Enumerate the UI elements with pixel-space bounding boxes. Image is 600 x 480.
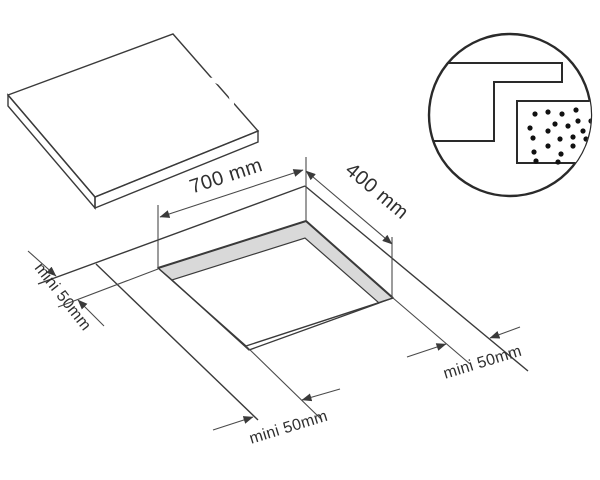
burner-ring-left (65, 109, 123, 161)
margin-right-leader-inner (489, 326, 521, 339)
cooktop-top-surface (6, 33, 260, 198)
gasket-dot (570, 143, 576, 149)
cutout-edge-extension-left (57, 268, 159, 308)
burner-ring-right (179, 77, 235, 129)
margin-bottom-leader-inner (301, 388, 341, 402)
gasket-dot (565, 123, 571, 129)
gasket-dot (555, 159, 561, 165)
margin-bottom-leader-outer (212, 416, 254, 431)
gasket-dot (559, 111, 565, 117)
gasket-dot (552, 121, 558, 127)
gasket-dot (557, 136, 563, 142)
gasket-dot (570, 134, 576, 140)
worktop-back-right-edge (304, 185, 529, 372)
gasket-dot (545, 109, 551, 115)
dimension-annotations: 700 mm 400 mm mini 50mm mini 50mm mini 5… (27, 154, 524, 448)
cutout-depth-label: 400 mm (341, 159, 413, 224)
dimension-line-700 (159, 169, 304, 218)
margin-left-leader-inner (77, 299, 105, 327)
burner-rings (65, 59, 235, 161)
margin-right-leader-outer (406, 343, 447, 358)
cooktop-isometric-view (6, 33, 260, 210)
gasket-seal-area (516, 100, 591, 164)
gasket-dot (531, 149, 537, 155)
cooktop-side-left (7, 93, 96, 210)
burner-ring-top (100, 59, 156, 109)
margin-right-label: mini 50mm (441, 343, 523, 383)
worktop-front-left-edge (95, 263, 259, 421)
cutout-rim-front-inner (171, 279, 380, 351)
gasket-dot (545, 143, 551, 149)
gasket-dot (558, 151, 564, 157)
gasket-dot (588, 118, 591, 124)
cutout-edge-extension-front (245, 345, 323, 421)
gasket-dot (532, 111, 538, 117)
worktop-cutout-view (37, 185, 529, 421)
mounting-detail-circle (427, 32, 593, 198)
margin-left-leader-outer (27, 250, 57, 277)
gasket-dot (575, 118, 581, 124)
gasket-dot (527, 125, 533, 131)
gasket-dot (573, 107, 579, 113)
gasket-dot (530, 135, 536, 141)
margin-bottom-label: mini 50mm (247, 408, 329, 448)
gasket-dot (533, 158, 539, 164)
cutout-width-label: 700 mm (187, 154, 265, 198)
dimension-line-400 (305, 170, 393, 245)
cutout-edge-extension-right (392, 297, 471, 365)
gasket-dot (545, 128, 551, 134)
cutout-wall-band (156, 220, 395, 304)
gasket-dot (580, 128, 586, 134)
worktop-step-profile (429, 62, 563, 142)
